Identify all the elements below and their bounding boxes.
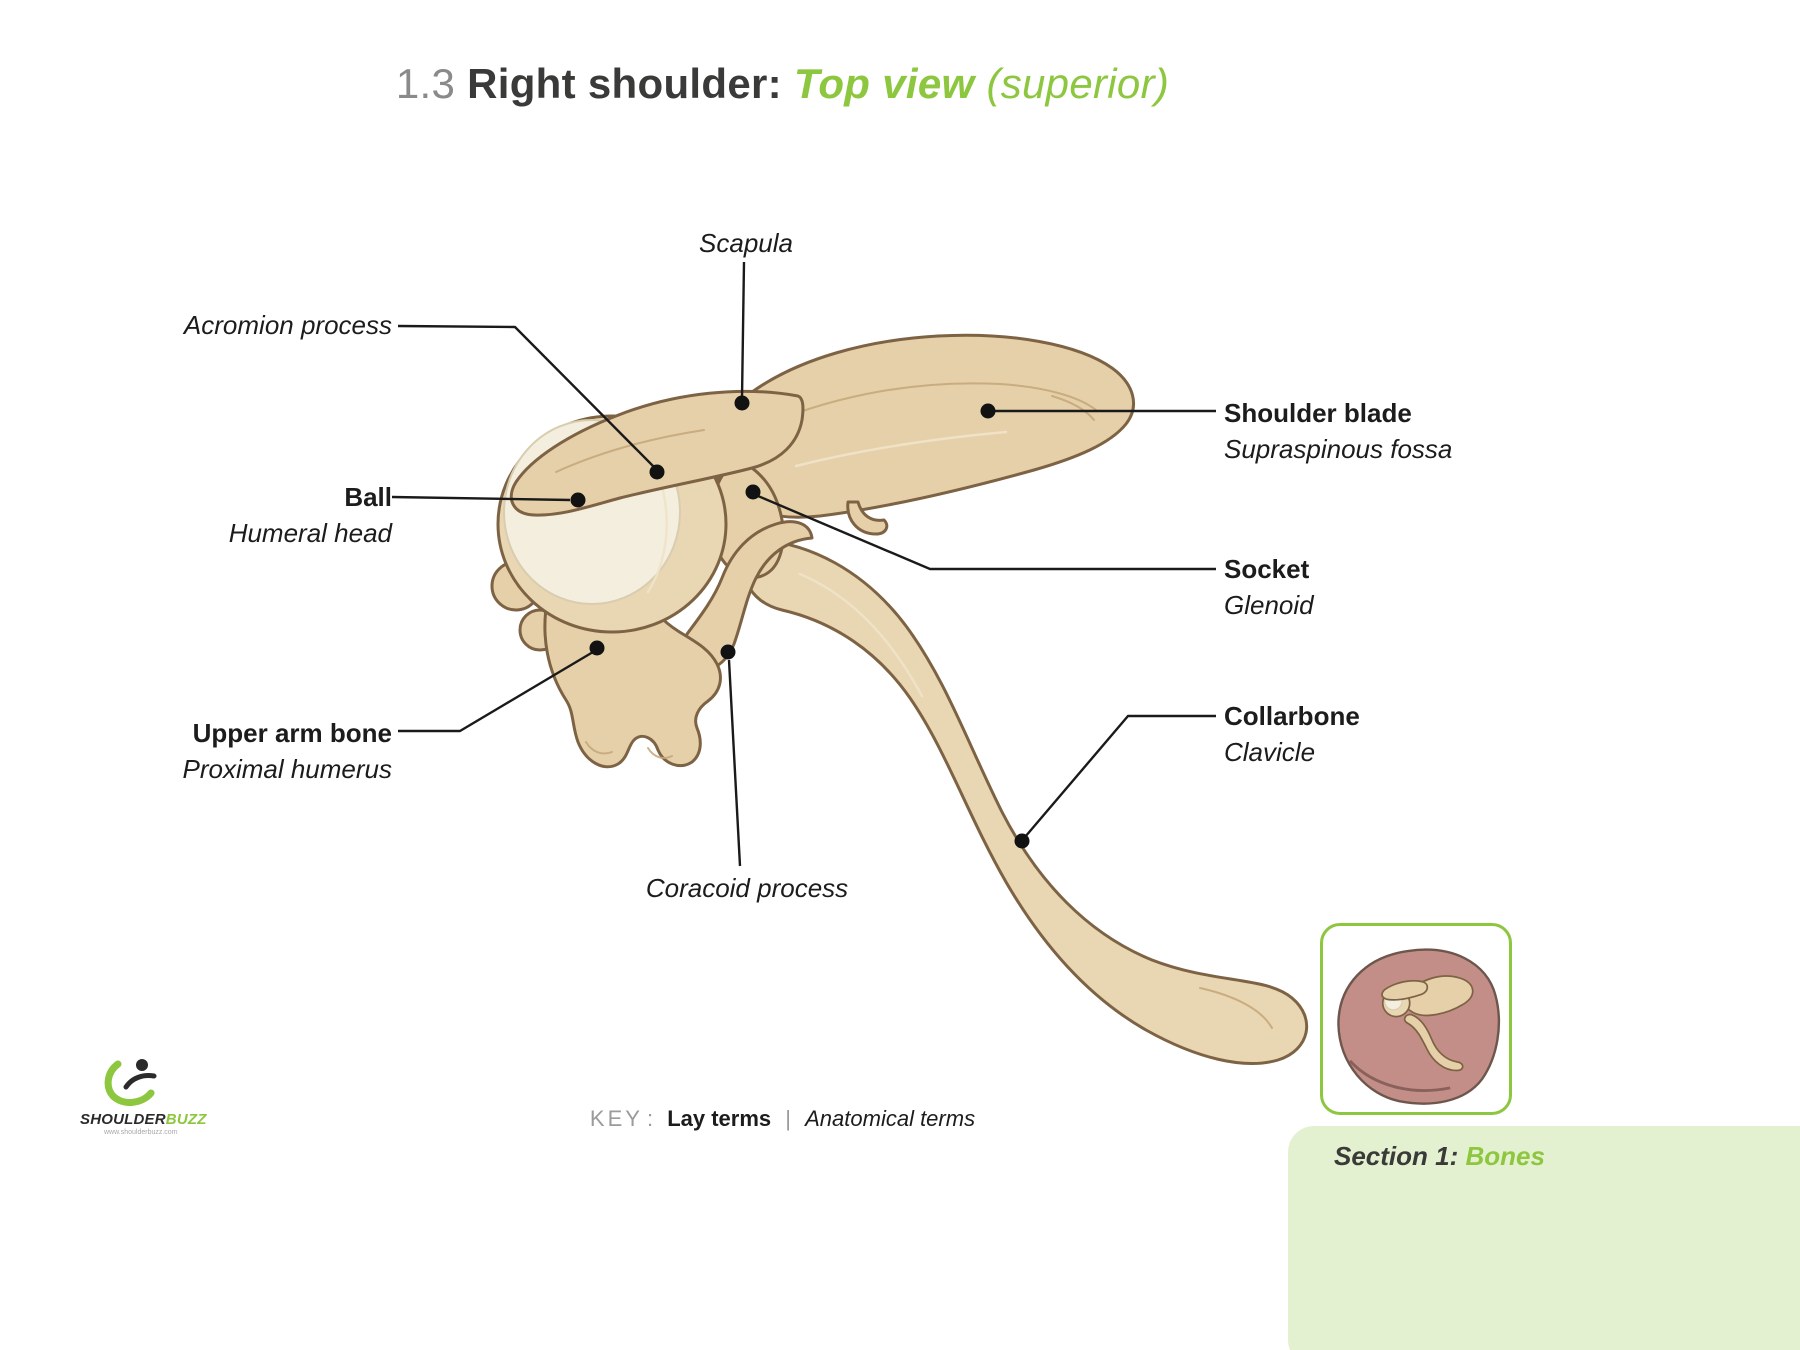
label-socket-lay: Socket — [1224, 554, 1310, 584]
marker-dot-scapula — [734, 395, 750, 411]
label-collarbone-anatomical: Clavicle — [1224, 737, 1316, 767]
leader-coracoid-process — [727, 659, 742, 867]
label-scapula-anatomical: Scapula — [699, 228, 793, 258]
bone-humerus-shaft — [543, 594, 722, 769]
title-main: Right shoulder: — [467, 60, 782, 107]
leader-acromion-process — [397, 324, 656, 469]
bones — [490, 333, 1309, 1065]
label-collarbone-lay: Collarbone — [1224, 701, 1360, 731]
section-banner-label: Section 1: — [1334, 1141, 1459, 1171]
label-acromion-process-anatomical: Acromion process — [183, 310, 392, 340]
marker-dot-collarbone — [1014, 833, 1030, 849]
leader-ball — [391, 495, 571, 502]
key-lay-terms: Lay terms — [667, 1106, 772, 1131]
label-ball-lay: Ball — [344, 482, 392, 512]
marker-dot-socket — [745, 484, 761, 500]
scapula-tip-contour — [1051, 395, 1095, 421]
label-shoulder-blade-lay: Shoulder blade — [1224, 398, 1412, 428]
thumbnail-acromion — [1381, 979, 1429, 1001]
thumbnail-clavicle — [1403, 1013, 1464, 1072]
title-number: 1.3 — [395, 60, 456, 107]
humerus-knuckle-contour-1 — [585, 741, 613, 755]
key-anatomical-terms: Anatomical terms — [805, 1106, 976, 1131]
leader-scapula — [740, 261, 746, 399]
shoulderbuzz-logo: SHOULDERBUZZ www.shoulderbuzz.com — [80, 1056, 230, 1136]
thumbnail-box — [1320, 923, 1512, 1115]
label-upper-arm-bone: Upper arm bone Proximal humerus — [92, 715, 392, 787]
brand-name: SHOULDERBUZZ — [80, 1111, 230, 1128]
key-legend: KEY: Lay terms | Anatomical terms — [0, 1106, 1565, 1132]
label-upper-arm-bone-lay: Upper arm bone — [192, 718, 392, 748]
bone-acromion-process — [510, 389, 805, 517]
marker-dot-upper-arm-bone — [589, 640, 605, 656]
bone-clavicle — [743, 538, 1309, 1065]
leader-lines — [391, 261, 1216, 867]
section-banner-value: Bones — [1465, 1141, 1545, 1171]
acromion-contour — [555, 429, 705, 473]
label-scapula: Scapula — [596, 225, 896, 261]
label-coracoid-process: Coracoid process — [597, 870, 897, 906]
marker-dot-coracoid-process — [720, 644, 736, 660]
clavicle-highlight-contour — [798, 572, 924, 698]
thumbnail-skin-fold — [1348, 1059, 1451, 1092]
humerus-knuckle-contour-2 — [647, 747, 673, 759]
clavicle-sternal-contour — [1199, 987, 1273, 1029]
leader-socket — [757, 494, 1216, 571]
label-acromion-process: Acromion process — [92, 307, 392, 343]
thumbnail-illustration — [1337, 948, 1501, 1105]
title-qualifier: (superior) — [986, 60, 1170, 107]
label-ball: Ball Humeral head — [92, 479, 392, 551]
shoulderbuzz-logo-icon — [104, 1059, 157, 1106]
leader-collarbone — [1024, 714, 1216, 838]
key-divider: | — [785, 1106, 791, 1131]
label-collarbone: Collarbone Clavicle — [1224, 698, 1360, 770]
marker-dot-acromion-process — [649, 464, 665, 480]
brand-name-primary: SHOULDER — [80, 1111, 166, 1128]
label-upper-arm-bone-anatomical: Proximal humerus — [182, 754, 392, 784]
brand-name-accent: BUZZ — [165, 1111, 207, 1128]
marker-dot-ball — [570, 492, 586, 508]
label-ball-anatomical: Humeral head — [228, 518, 392, 548]
marker-dot-shoulder-blade — [980, 403, 996, 419]
page-title: 1.3 Right shoulder: Top view (superior) — [0, 60, 1565, 108]
label-coracoid-process-anatomical: Coracoid process — [645, 873, 849, 903]
label-shoulder-blade: Shoulder blade Supraspinous fossa — [1224, 395, 1452, 467]
title-view: Top view — [793, 60, 975, 107]
label-socket-anatomical: Glenoid — [1224, 590, 1314, 620]
scapular-notch — [846, 500, 889, 536]
section-banner: Section 1: Bones — [1288, 1126, 1800, 1350]
supraspinous-fossa-contour — [794, 430, 1008, 468]
label-socket: Socket Glenoid — [1224, 551, 1314, 623]
key-label: KEY — [589, 1106, 643, 1131]
label-shoulder-blade-anatomical: Supraspinous fossa — [1224, 434, 1453, 464]
key-colon: : — [646, 1106, 654, 1131]
leader-upper-arm-bone — [398, 650, 594, 733]
brand-url: www.shoulderbuzz.com — [104, 1129, 178, 1136]
scapula-spine-contour — [767, 382, 1097, 425]
